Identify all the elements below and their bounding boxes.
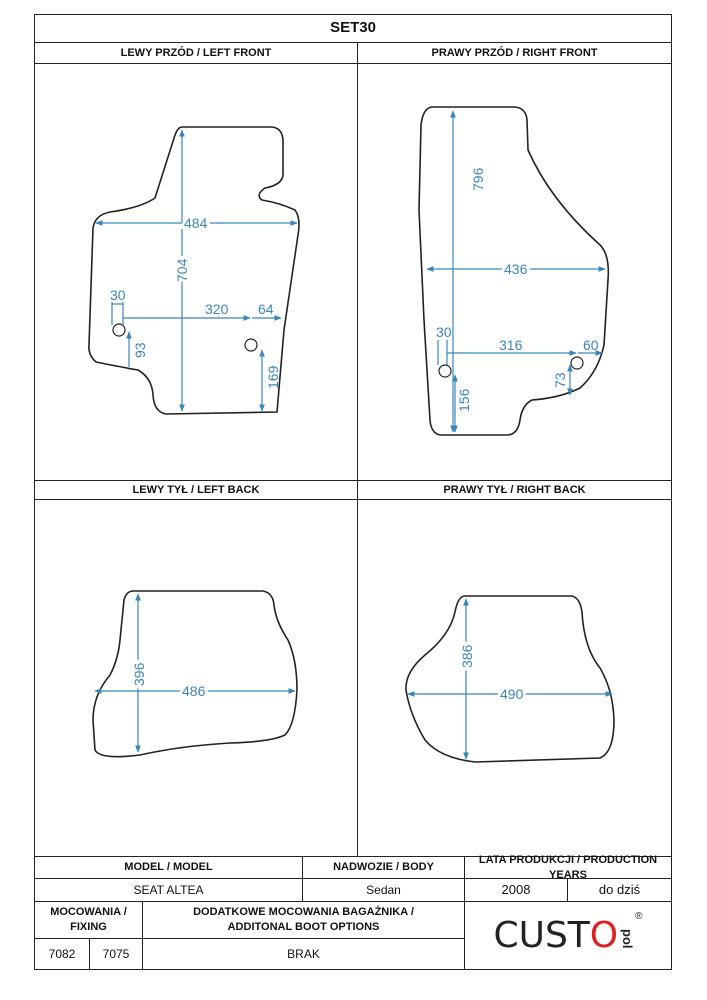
left-front-hole-left: [112, 323, 126, 337]
left-front-outline: [88, 126, 300, 415]
right-front-hole-right: [570, 356, 584, 370]
rf-height-label: 796: [470, 167, 486, 191]
right-back-outline: [405, 595, 615, 763]
rf-hole-left-v-label: 156: [456, 388, 472, 412]
lf-hole-left-label: 30: [110, 287, 126, 303]
left-back-outline: [92, 590, 298, 758]
logo-main: CUST: [493, 914, 590, 956]
logo-accent: O: [589, 914, 619, 956]
rf-hole-right-label: 60: [583, 337, 599, 353]
lf-width-label: 484: [184, 215, 208, 231]
left-front-hole-right: [244, 338, 258, 352]
custopol-logo: CUST O pol ®: [493, 910, 642, 962]
lf-hole-right-label: 64: [258, 301, 274, 317]
logo-suffix: pol: [620, 928, 636, 949]
lb-width-label: 486: [182, 683, 206, 699]
fixing-header: MOCOWANIA / FIXING: [34, 901, 143, 939]
right-front-hole-left: [438, 364, 452, 378]
lf-hole-right-v-label: 169: [265, 365, 281, 389]
right-front-outline: [418, 106, 610, 436]
logo-cell: CUST O pol ®: [464, 901, 672, 970]
rf-hole-span-label: 316: [499, 337, 523, 353]
lf-hole-left-v-label: 93: [132, 342, 148, 358]
logo-registered: ®: [635, 910, 643, 922]
rb-width-label: 490: [500, 686, 524, 702]
lb-height-label: 396: [131, 662, 147, 686]
lf-hole-span-label: 320: [205, 301, 229, 317]
rf-hole-left-label: 30: [436, 324, 452, 340]
rf-hole-right-v-label: 73: [552, 372, 568, 388]
lf-height-label: 704: [174, 258, 190, 282]
rf-width-label: 436: [504, 261, 528, 277]
rb-height-label: 386: [459, 644, 475, 668]
boot-header: DODATKOWE MOCOWANIA BAGAŻNIKA / ADDITONA…: [142, 901, 465, 939]
